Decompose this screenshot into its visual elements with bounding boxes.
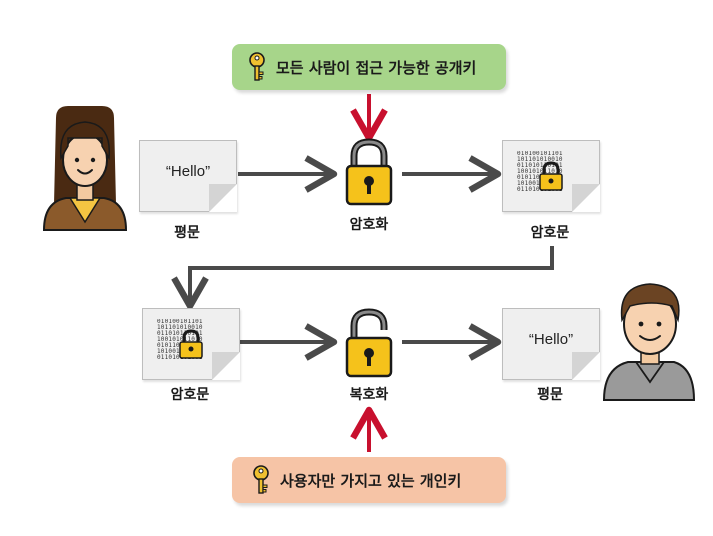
plaintext-document-bottom: “Hello” <box>502 308 600 380</box>
key-icon <box>253 465 269 494</box>
arrow-ciphertext-to-bottom <box>171 246 554 310</box>
plaintext-label-top: 평문 <box>174 225 200 241</box>
mini-lock-icon <box>179 329 203 359</box>
ciphertext-label-top: 암호문 <box>530 225 570 241</box>
encrypt-label: 암호화 <box>349 217 389 233</box>
decrypt-label: 복호화 <box>349 387 389 403</box>
plaintext-document-top: “Hello” <box>139 140 237 212</box>
plaintext-label-bottom: 평문 <box>537 387 563 403</box>
plaintext-text: “Hello” <box>528 331 574 348</box>
private-key-label: 사용자만 가지고 있는 개인키 <box>280 471 462 490</box>
closed-padlock-icon <box>345 138 393 206</box>
open-padlock-icon <box>345 308 393 378</box>
public-key-box: 모든 사람이 접근 가능한 공개키 <box>232 44 506 90</box>
public-key-label: 모든 사람이 접근 가능한 공개키 <box>276 58 477 77</box>
ciphertext-label-bottom: 암호문 <box>170 387 210 403</box>
plaintext-text: “Hello” <box>165 163 211 180</box>
page-corner <box>572 352 600 380</box>
page-corner <box>209 184 237 212</box>
key-icon <box>249 52 265 81</box>
page-corner <box>572 184 600 212</box>
mini-lock-icon <box>539 161 563 191</box>
ciphertext-document-top: 010100101101 101101010010 011010110101 1… <box>502 140 600 212</box>
ciphertext-document-bottom: 010100101101 101101010010 011010110101 1… <box>142 308 240 380</box>
page-corner <box>212 352 240 380</box>
receiver-man-icon <box>602 283 696 401</box>
private-key-box: 사용자만 가지고 있는 개인키 <box>232 457 506 503</box>
sender-woman-icon <box>42 106 128 231</box>
